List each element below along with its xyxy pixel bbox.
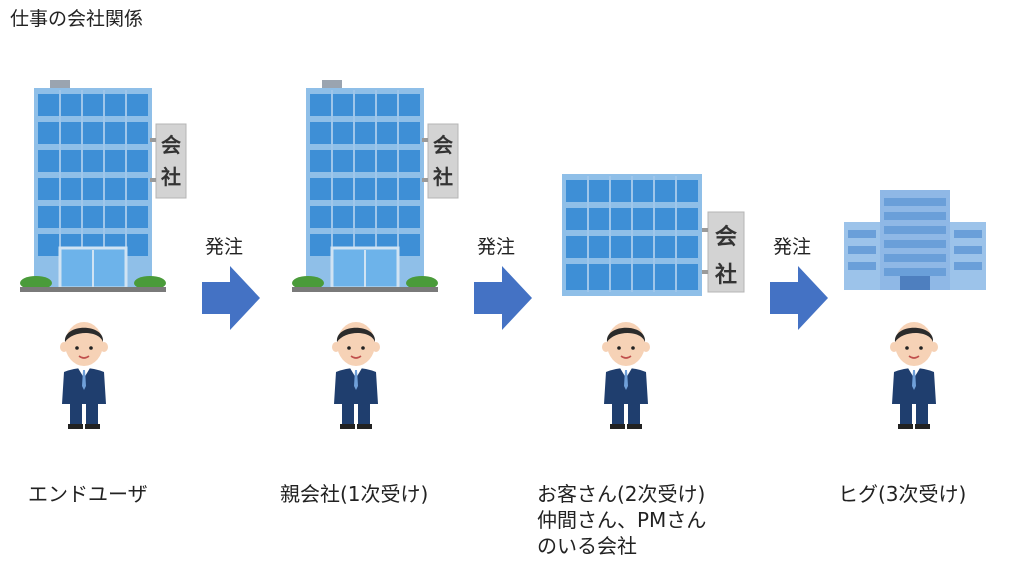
caption-end-user: エンドユーザ	[28, 481, 148, 507]
businessman-icon	[600, 318, 652, 430]
small-building-icon	[840, 190, 990, 295]
office-building-icon: 会 社	[20, 80, 190, 295]
sign-char-company: 会	[433, 133, 453, 157]
caption-line: ヒグ(3次受け)	[838, 482, 967, 506]
arrow-right-icon	[202, 266, 260, 330]
caption-line: のいる会社	[537, 534, 637, 558]
order-label: 発注	[477, 236, 516, 258]
caption-higu: ヒグ(3次受け)	[838, 481, 966, 507]
caption-line: お客さん(2次受け)	[537, 482, 706, 506]
sign-char-company-2: 社	[715, 262, 737, 288]
arrow-right-icon	[474, 266, 532, 330]
office-building-icon: 会 社	[292, 80, 462, 295]
sign-char-company-2: 社	[432, 165, 453, 189]
caption-line: 親会社(1次受け)	[280, 482, 429, 506]
page-title: 仕事の会社関係	[10, 8, 144, 30]
businessman-icon	[330, 318, 382, 430]
caption-client-company: お客さん(2次受け) 仲間さん、PMさん のいる会社	[537, 481, 706, 559]
caption-parent-company: 親会社(1次受け)	[280, 481, 428, 507]
caption-line: 仲間さん、PMさん	[537, 508, 707, 532]
sign-char-company-2: 社	[160, 165, 181, 189]
arrow-right-icon	[770, 266, 828, 330]
businessman-icon	[58, 318, 110, 430]
businessman-icon	[888, 318, 940, 430]
caption-line: エンドユーザ	[28, 482, 148, 506]
mid-building-icon: 会 社	[560, 172, 750, 302]
order-label: 発注	[773, 236, 812, 258]
sign-char-company: 会	[715, 224, 737, 250]
order-label: 発注	[205, 236, 244, 258]
sign-char-company: 会	[161, 133, 181, 157]
